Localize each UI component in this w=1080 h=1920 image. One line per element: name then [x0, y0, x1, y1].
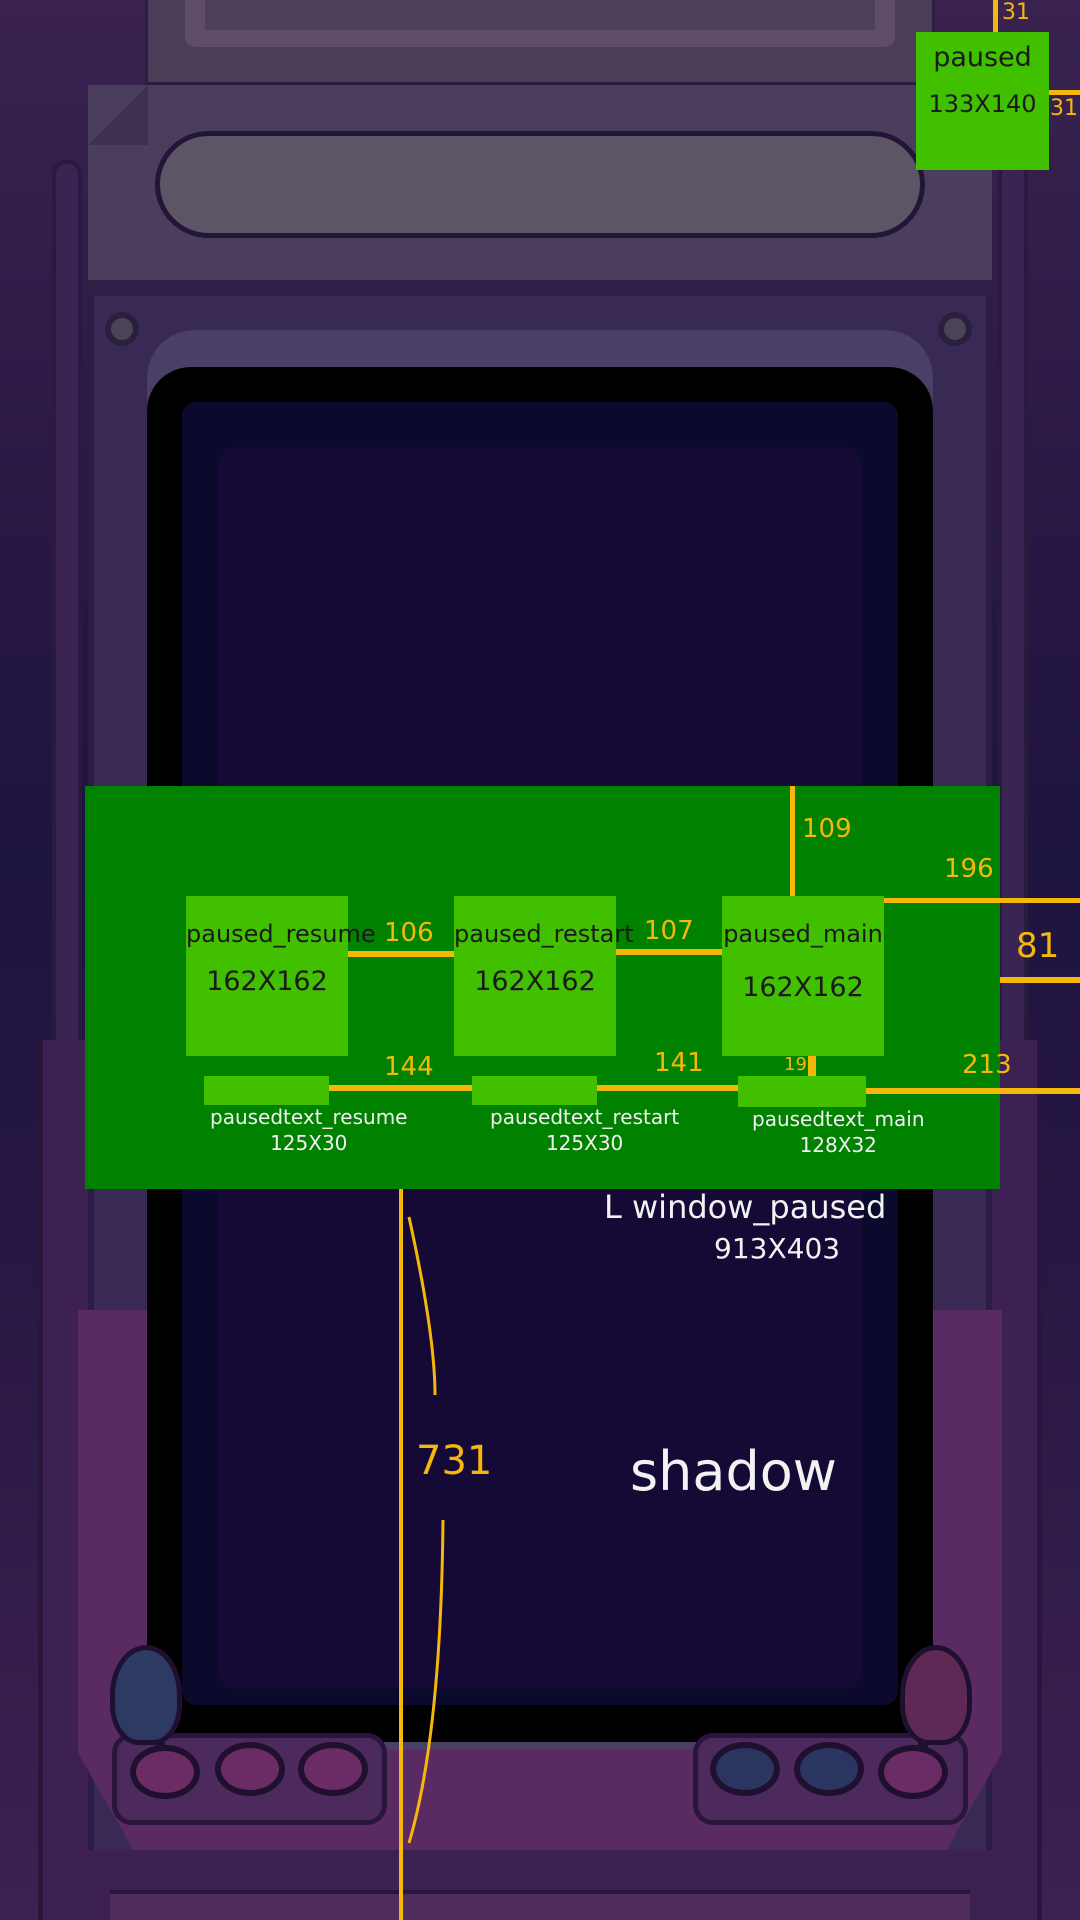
dim-paused-top: 31 — [1002, 0, 1030, 25]
dim-gap-buttons-1: 106 — [384, 918, 434, 948]
window-paused-annotation: L window_paused 913X403 — [604, 1188, 904, 1265]
dim-top-to-button: 109 — [802, 814, 852, 844]
pausedtext-main-annotation: pausedtext_main 128X32 — [752, 1106, 925, 1158]
button-size-main: 162X162 — [742, 972, 864, 1003]
paused-icon-size: 133X140 — [928, 90, 1037, 118]
window-label-name: window_paused — [632, 1188, 887, 1226]
button-label-restart: paused_restart — [454, 920, 634, 948]
bolt-right — [938, 312, 972, 346]
dim-line-right-top — [884, 898, 1080, 903]
pausedtext-restart-size: 125X30 — [545, 1131, 624, 1155]
dim-line-label-gap-2 — [597, 1085, 738, 1091]
dim-line-right-button — [1000, 977, 1080, 983]
shadow-caption: shadow — [630, 1440, 837, 1503]
paused-main-button[interactable]: paused_main 162X162 — [722, 896, 884, 1056]
dim-button-to-label: 19 — [784, 1054, 807, 1075]
pausedtext-restart-name: pausedtext_restart — [490, 1105, 680, 1129]
arcade-button-left-3 — [298, 1742, 368, 1796]
button-size-restart: 162X162 — [474, 966, 596, 997]
dim-line-window-to-bottom — [399, 1189, 403, 1920]
button-label-main: paused_main — [723, 920, 883, 948]
arcade-button-left-1 — [130, 1745, 200, 1799]
dim-line-paused-top — [993, 0, 998, 32]
dim-line-top — [790, 786, 795, 896]
dim-right-button: 81 — [1016, 926, 1060, 966]
cabinet-body-trim — [88, 280, 992, 296]
dim-right-top: 196 — [944, 854, 994, 884]
pausedtext-main-name: pausedtext_main — [752, 1107, 925, 1131]
dim-brace-curve — [407, 1216, 445, 1844]
dim-paused-right: 31 — [1050, 96, 1078, 121]
paused-resume-button[interactable]: paused_resume 162X162 — [186, 896, 376, 1056]
dim-line-label-gap-1 — [329, 1085, 472, 1091]
bolt-left — [105, 312, 139, 346]
dim-gap-labels-2: 141 — [654, 1048, 704, 1078]
dim-line-gap-1 — [348, 951, 454, 957]
cabinet-marquee — [155, 131, 925, 238]
pausedtext-resume-annotation: pausedtext_resume 125X30 — [210, 1104, 408, 1156]
button-size-resume: 162X162 — [206, 966, 328, 997]
paused-icon-label: paused — [933, 42, 1032, 73]
dim-line-paused-right — [1049, 90, 1080, 95]
arcade-button-right-1 — [710, 1742, 780, 1796]
joystick-knob-right — [900, 1645, 972, 1745]
arcade-button-right-3 — [878, 1745, 948, 1799]
pausedtext-resume-name: pausedtext_resume — [210, 1105, 408, 1129]
pausedtext-main-size: 128X32 — [799, 1133, 877, 1157]
cabinet-top-inset-shade — [205, 0, 875, 30]
joystick-knob-left — [110, 1645, 182, 1745]
arcade-button-right-2 — [794, 1742, 864, 1796]
pausedtext-main-slot — [738, 1076, 866, 1107]
arcade-button-left-2 — [215, 1742, 285, 1796]
dim-line-button-to-label — [808, 1056, 816, 1076]
button-label-resume: paused_resume — [186, 920, 376, 948]
pausedtext-resume-size: 125X30 — [270, 1131, 348, 1155]
dim-right-label: 213 — [962, 1050, 1012, 1080]
dim-gap-buttons-2: 107 — [644, 916, 694, 946]
cabinet-base — [110, 1890, 970, 1920]
dim-gap-labels-1: 144 — [384, 1052, 434, 1082]
dim-line-right-label — [866, 1088, 1080, 1094]
paused-restart-button[interactable]: paused_restart 162X162 — [454, 896, 634, 1056]
pausedtext-resume-slot — [204, 1076, 329, 1105]
pausedtext-restart-annotation: pausedtext_restart 125X30 — [490, 1104, 679, 1156]
dim-window-to-bottom: 731 — [416, 1438, 493, 1484]
paused-icon-placeholder[interactable]: paused 133X140 — [916, 32, 1049, 170]
pausedtext-restart-slot — [472, 1076, 597, 1105]
dim-line-gap-2 — [616, 949, 722, 955]
window-label-size: 913X403 — [714, 1232, 841, 1265]
window-label-prefix: L — [604, 1188, 622, 1226]
